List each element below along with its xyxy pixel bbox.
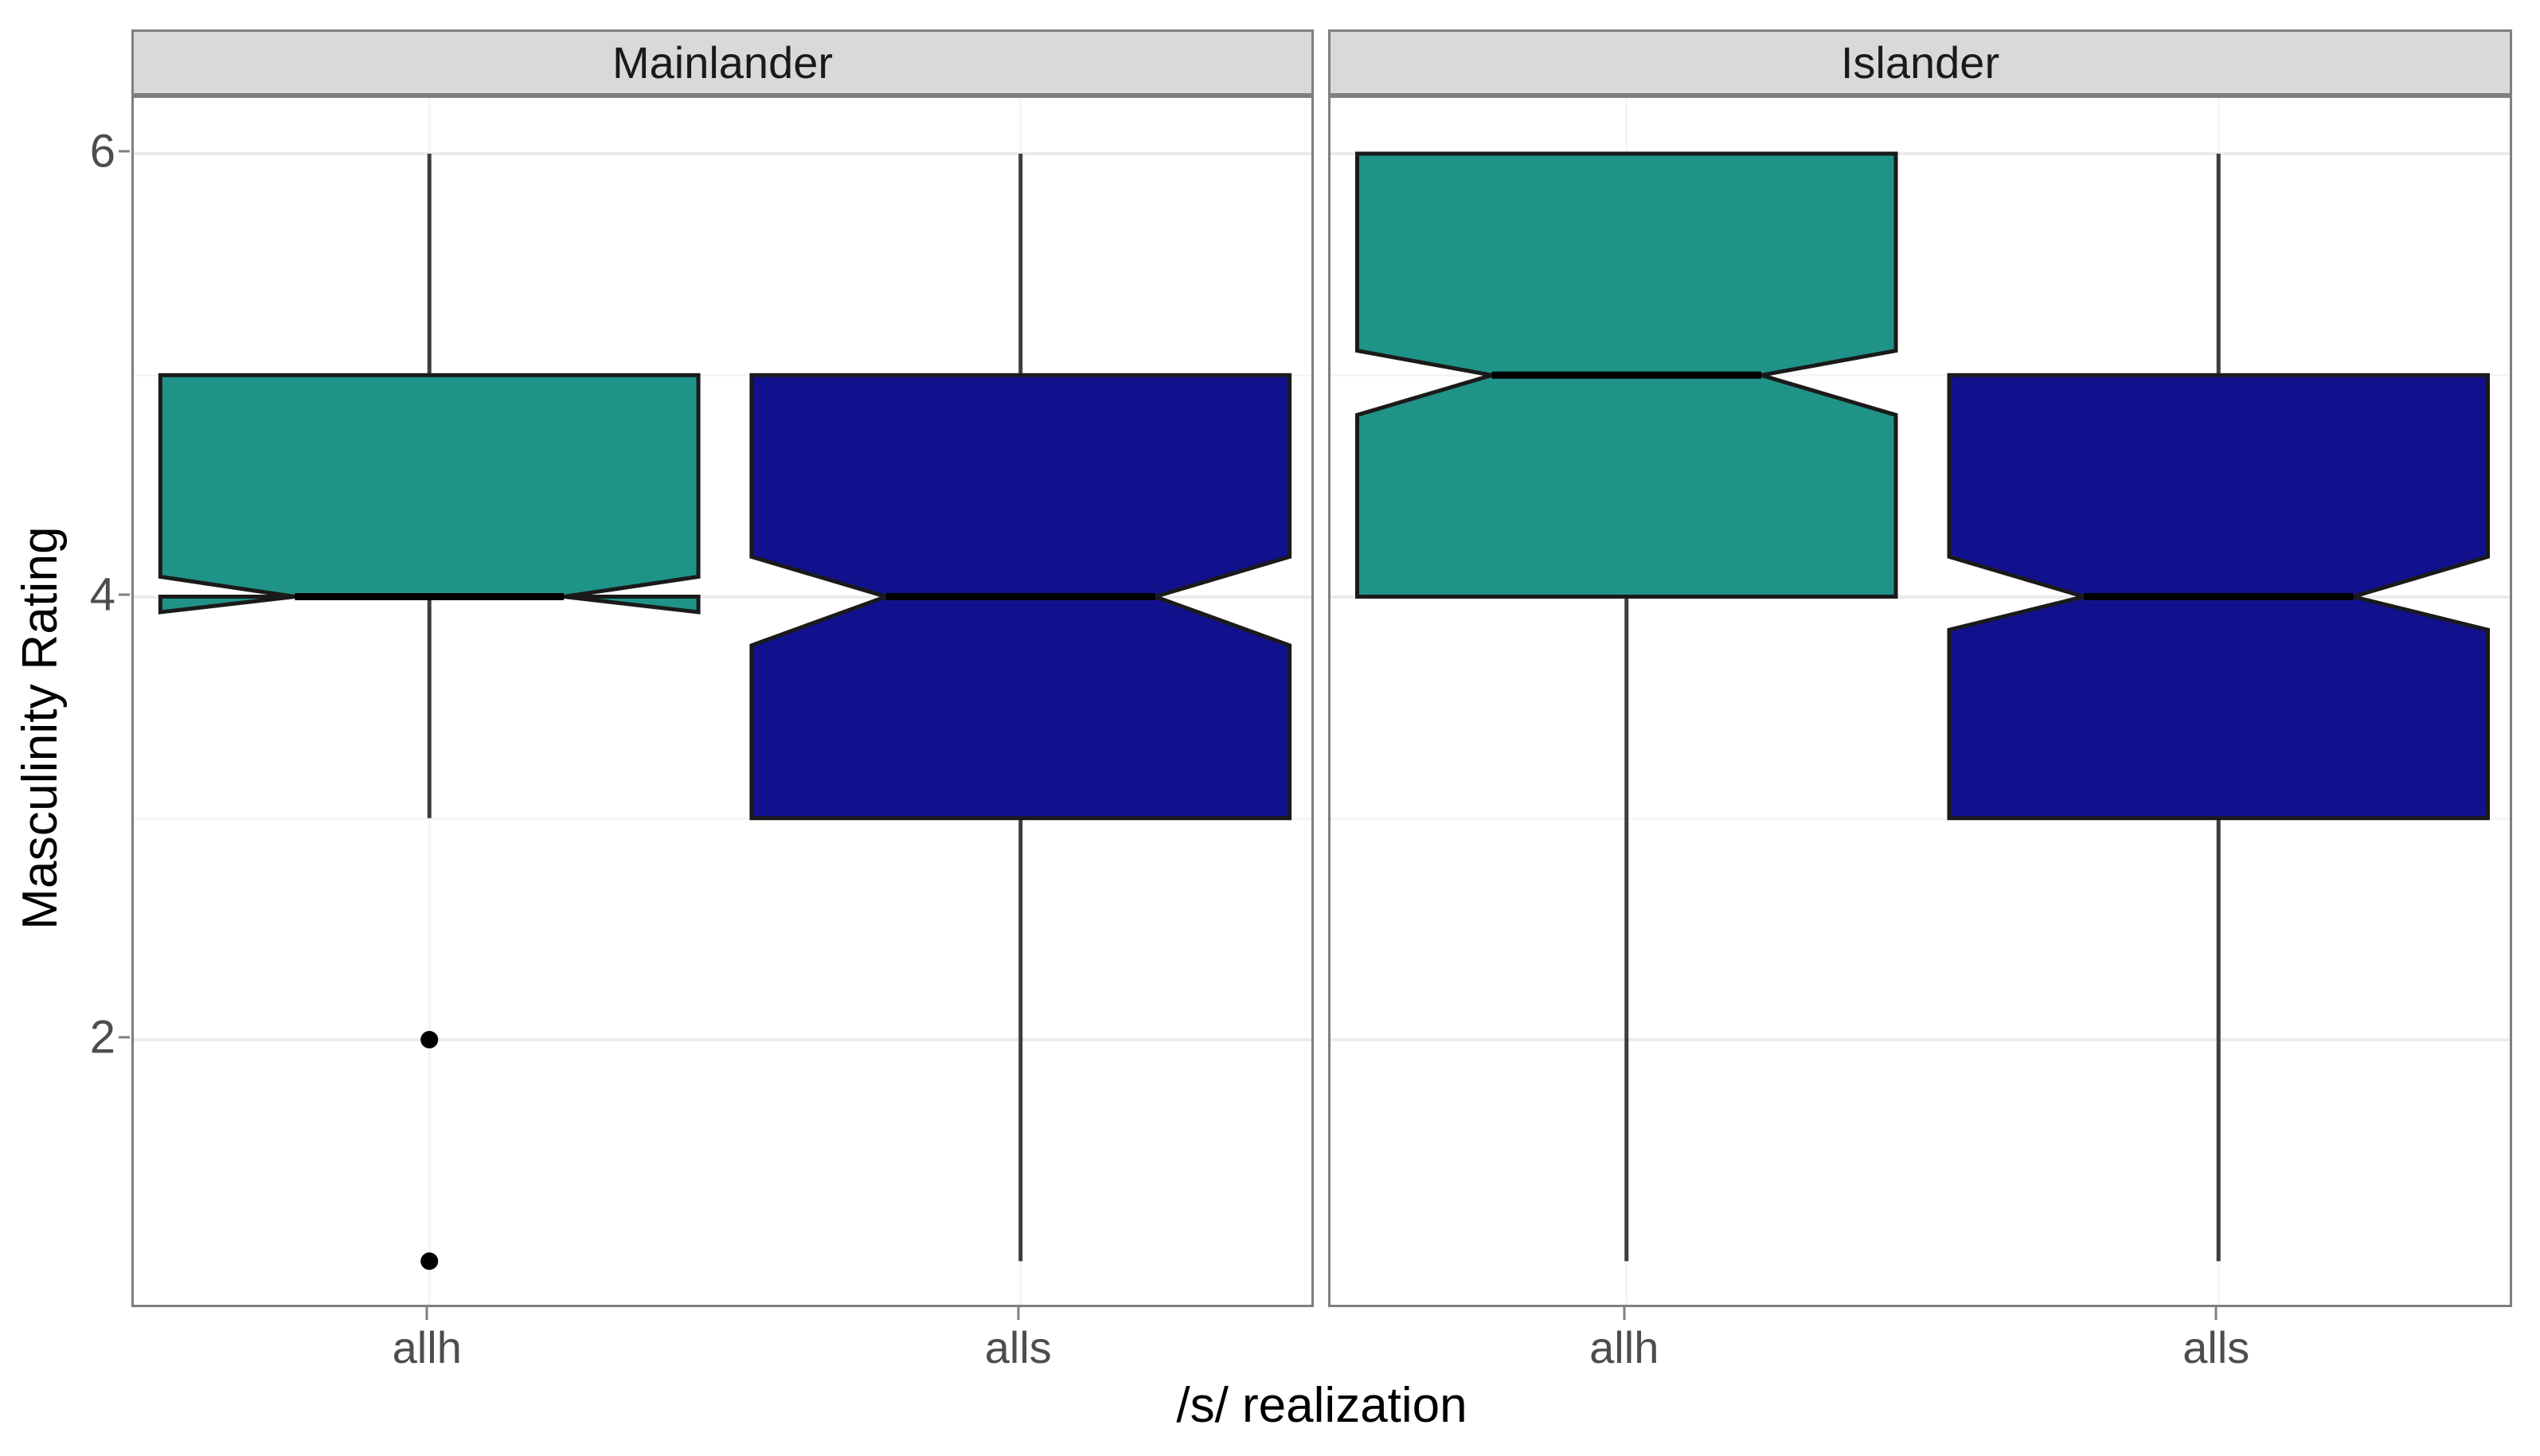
- y-axis-tick-label: 4: [89, 568, 115, 620]
- panel-islander: [1328, 96, 2512, 1307]
- facet-strip-islander: Islander: [1328, 29, 2512, 96]
- grid-line-major: [134, 595, 1311, 599]
- x-axis-tick-label-allh: allh: [1589, 1322, 1659, 1372]
- x-axis-tick-label-alls: alls: [2182, 1322, 2250, 1372]
- x-axis-tick-mark: [425, 1307, 428, 1320]
- boxplot-layer: [158, 154, 1292, 1271]
- grid-line-minor: [134, 817, 1311, 820]
- y-axis-tick-label: 2: [89, 1011, 115, 1064]
- x-axis-tick-mark: [1017, 1307, 1020, 1320]
- y-axis-title: Masculinity Rating: [12, 526, 68, 930]
- grid-line-minor: [134, 374, 1311, 377]
- facet-strip-mainlander: Mainlander: [131, 29, 1314, 96]
- facet-strip-label: Mainlander: [612, 37, 834, 88]
- grid-line-major: [1331, 1038, 2510, 1041]
- y-axis-tick-mark: [119, 1036, 130, 1039]
- boxplot-mainlander-allh[interactable]: [158, 154, 701, 1271]
- x-axis-tick-label-allh: allh: [392, 1322, 462, 1372]
- boxplot-mainlander-alls[interactable]: [749, 154, 1292, 1262]
- grid-line-major: [1331, 595, 2510, 599]
- x-axis-tick-label-alls: alls: [984, 1322, 1052, 1372]
- y-axis-tick-label: 6: [89, 125, 115, 178]
- x-axis-tick-mark: [1623, 1307, 1626, 1320]
- grid-line-minor: [1331, 817, 2510, 820]
- boxplot-islander-allh[interactable]: [1355, 151, 1898, 1262]
- grid-line-major: [1331, 152, 2510, 155]
- y-axis-tick-mark: [119, 150, 130, 153]
- grid-line-minor: [1331, 374, 2510, 377]
- y-axis-tick-mark: [119, 593, 130, 595]
- x-axis-tick-mark: [2214, 1307, 2218, 1320]
- grid-line-major: [134, 1038, 1311, 1041]
- boxplot-layer: [1355, 151, 2490, 1262]
- facet-strip-label: Islander: [1840, 37, 2000, 88]
- outlier-point[interactable]: [420, 1252, 439, 1271]
- outlier-point[interactable]: [420, 1031, 439, 1048]
- panel-mainlander: [131, 96, 1314, 1307]
- box-notched[interactable]: [158, 373, 701, 615]
- x-axis-title: /s/ realization: [1176, 1377, 1467, 1433]
- grid-line-major: [134, 152, 1311, 155]
- boxplot-islander-alls[interactable]: [1947, 154, 2490, 1262]
- y-axis-title-container: Masculinity Rating: [8, 0, 72, 1456]
